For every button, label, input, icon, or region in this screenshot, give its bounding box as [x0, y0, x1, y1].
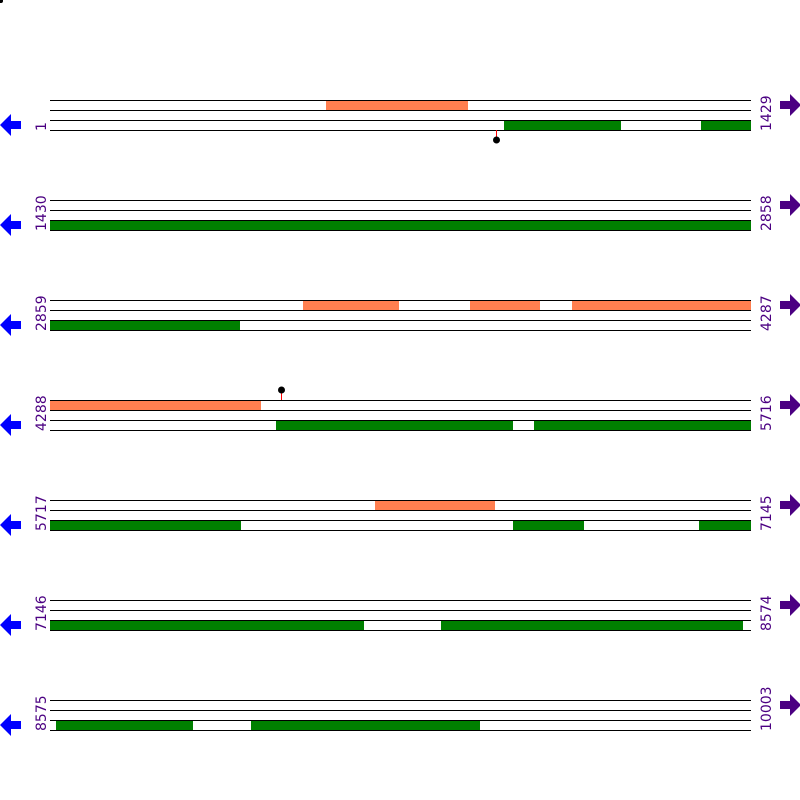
end-position-label: 2858: [759, 195, 775, 231]
forward-feature[interactable]: [470, 300, 540, 310]
site-marker[interactable]: [278, 386, 285, 394]
map-row: 7146 8574: [0, 594, 800, 636]
forward-feature[interactable]: [303, 300, 399, 310]
start-position-label: 7146: [34, 595, 50, 631]
forward-feature[interactable]: [326, 100, 468, 110]
forward-strand-arrow-icon: [780, 294, 800, 316]
start-position-label: 2859: [34, 295, 50, 331]
forward-feature[interactable]: [375, 500, 495, 510]
forward-strand-arrow-icon: [780, 94, 800, 116]
reverse-feature[interactable]: [441, 620, 743, 630]
end-position-label: 10003: [759, 686, 775, 731]
corner-dot: [0, 0, 3, 3]
start-position-label: 8575: [34, 695, 50, 731]
forward-feature[interactable]: [572, 300, 751, 310]
start-position-label: 5717: [34, 495, 50, 531]
map-row: 8575 10003: [0, 686, 800, 736]
reverse-strand-arrow-icon: [0, 514, 21, 536]
reverse-strand-arrow-icon: [0, 414, 21, 436]
forward-feature[interactable]: [50, 400, 261, 410]
reverse-strand-arrow-icon: [0, 714, 21, 736]
map-row: 4288 5716: [0, 386, 800, 436]
forward-strand-arrow-icon: [780, 694, 800, 716]
reverse-feature[interactable]: [701, 120, 751, 130]
forward-strand-arrow-icon: [780, 494, 800, 516]
reverse-feature[interactable]: [50, 520, 241, 530]
map-row: 1430 2858: [0, 194, 800, 236]
reverse-strand-arrow-icon: [0, 314, 21, 336]
end-position-label: 7145: [759, 495, 775, 531]
site-marker[interactable]: [493, 136, 500, 144]
reverse-feature[interactable]: [699, 520, 751, 530]
reverse-feature[interactable]: [56, 720, 193, 730]
start-position-label: 1430: [34, 195, 50, 231]
reverse-feature[interactable]: [534, 420, 751, 430]
forward-strand-arrow-icon: [780, 194, 800, 216]
map-row: 5717 7145: [0, 494, 800, 536]
reverse-strand-arrow-icon: [0, 214, 21, 236]
reverse-feature[interactable]: [50, 320, 240, 330]
map-row: 1 1429: [0, 94, 800, 144]
forward-strand-arrow-icon: [780, 594, 800, 616]
reverse-feature[interactable]: [513, 520, 584, 530]
end-position-label: 1429: [759, 95, 775, 131]
reverse-feature[interactable]: [50, 620, 364, 630]
reverse-feature[interactable]: [251, 720, 480, 730]
reverse-feature[interactable]: [50, 220, 751, 230]
start-position-label: 1: [34, 122, 50, 131]
forward-strand-arrow-icon: [780, 394, 800, 416]
reverse-strand-arrow-icon: [0, 114, 21, 136]
end-position-label: 8574: [759, 595, 775, 631]
start-position-label: 4288: [34, 395, 50, 431]
reverse-feature[interactable]: [276, 420, 513, 430]
reverse-feature[interactable]: [504, 120, 621, 130]
map-row: 2859 4287: [0, 294, 800, 336]
reverse-strand-arrow-icon: [0, 614, 21, 636]
end-position-label: 4287: [759, 295, 775, 331]
end-position-label: 5716: [759, 395, 775, 431]
